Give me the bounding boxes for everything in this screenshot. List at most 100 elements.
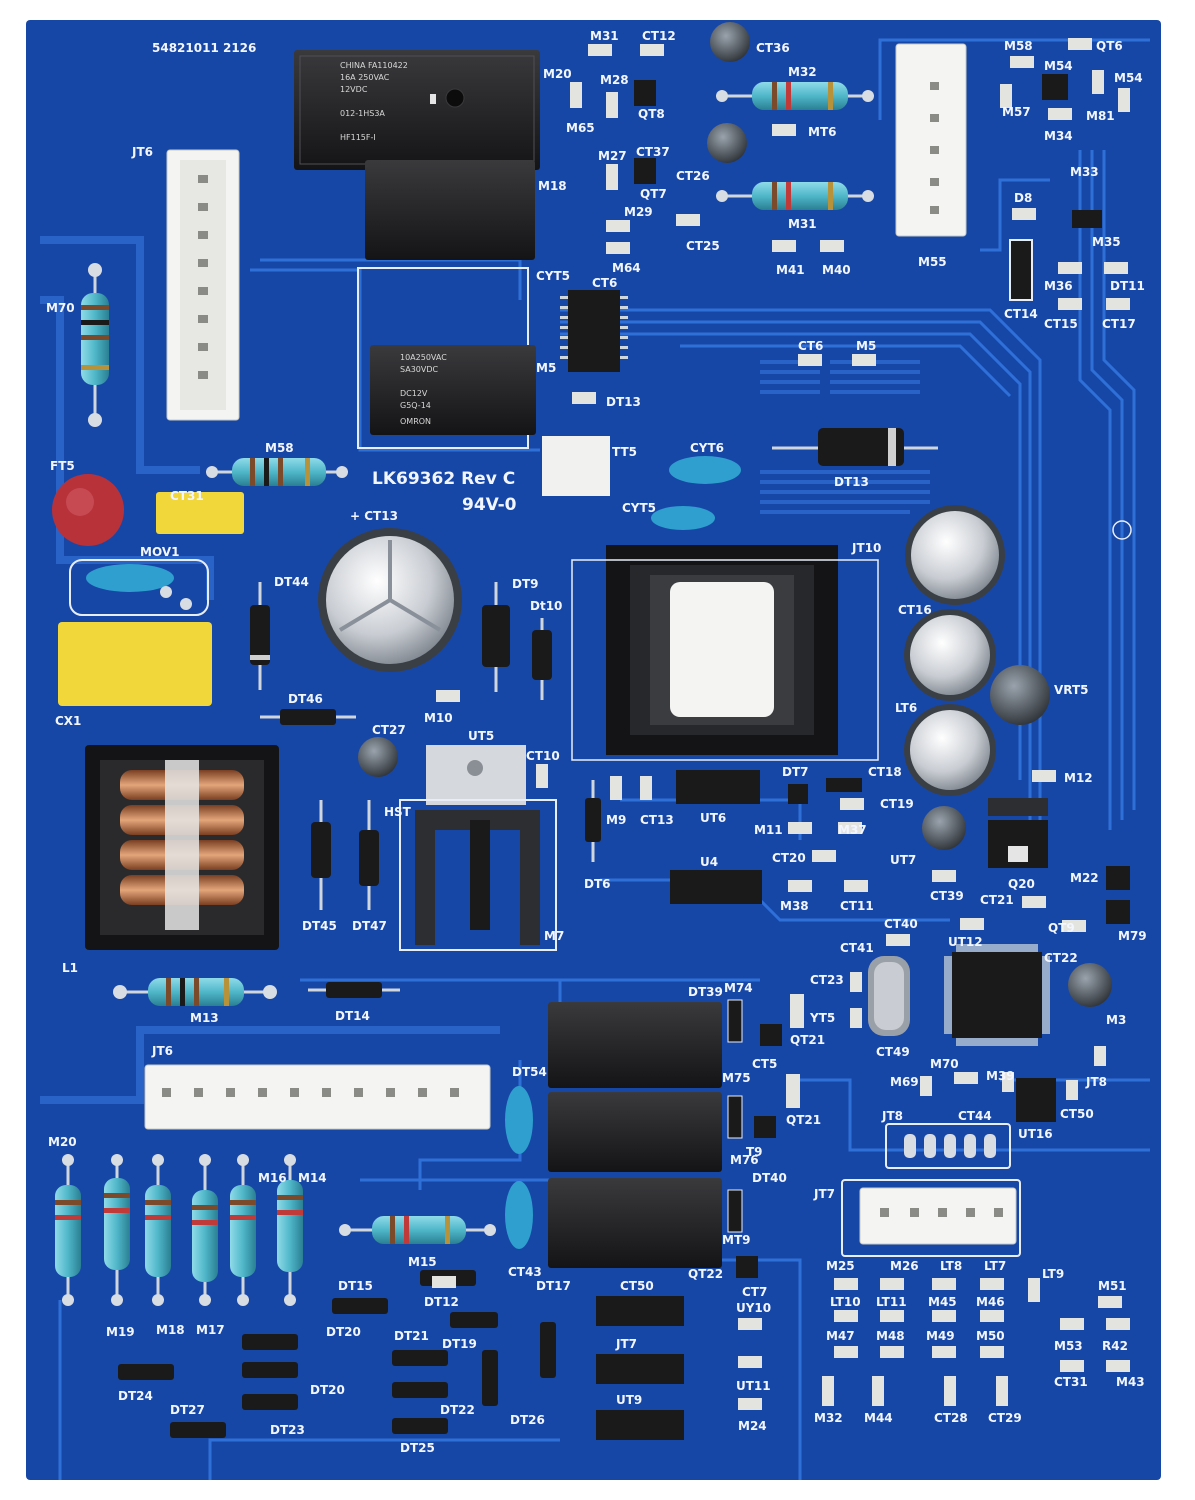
- label-m58-left: M58: [265, 441, 294, 455]
- label-m31b: M31: [788, 217, 817, 231]
- relay-m3-mid: [548, 1092, 722, 1172]
- label-ct29: M44: [864, 1411, 893, 1425]
- label-dt14: DT14: [335, 1009, 370, 1023]
- ic-ut6: [676, 770, 760, 804]
- smd-mid-right: [788, 798, 1086, 946]
- label-d8: M35: [1092, 235, 1121, 249]
- label-ct33: CT29: [988, 1411, 1022, 1425]
- ic-uy10: [596, 1354, 684, 1384]
- label-ct25: CT25: [686, 239, 720, 253]
- label-m47: M45: [928, 1295, 957, 1309]
- label-m5: M5: [856, 339, 876, 353]
- label-m24: UY10: [736, 1301, 771, 1315]
- resistor-m13: [113, 978, 277, 1006]
- capacitor-cyt5: [651, 506, 715, 530]
- capacitor-ct36: [710, 22, 750, 62]
- label-m70b: M69: [890, 1075, 919, 1089]
- connector-jt10: [895, 43, 967, 237]
- smd-ct23: [850, 1008, 862, 1028]
- label-dt25: DT25: [400, 1441, 435, 1455]
- resistor-m15: [339, 1216, 496, 1244]
- label-lt8: M25: [826, 1259, 855, 1273]
- diode-dt7: [826, 778, 862, 792]
- label-ut13: CT6: [592, 276, 617, 290]
- label-jt6-bottom: JT6: [151, 1044, 173, 1058]
- label-ct31: CT31: [170, 489, 204, 503]
- label-dt6: DT6: [584, 877, 611, 891]
- label-ct11: CT39: [930, 889, 964, 903]
- label-ct35: CT26: [676, 169, 710, 183]
- label-m70: M70: [46, 301, 75, 315]
- label-ct18: CT19: [880, 797, 914, 811]
- smd-lt-grid: [822, 1278, 1130, 1406]
- label-m81: M57: [1002, 105, 1031, 119]
- transistor-qt9: [1106, 900, 1130, 924]
- label-ct19: M12: [1064, 771, 1093, 785]
- label-r42: M51: [1098, 1279, 1127, 1293]
- diode-dt45: [311, 800, 331, 910]
- label-dt23: DT23: [270, 1423, 305, 1437]
- transistor-qt6: [1042, 74, 1068, 100]
- label-dt15: DT15: [338, 1279, 373, 1293]
- smd-bottom-center: [432, 1276, 762, 1410]
- label-mov1: MOV1: [140, 545, 179, 559]
- svg-text:DC12V: DC12V: [400, 389, 428, 398]
- board-rating: 94V-0: [462, 495, 517, 515]
- fuse-ft5: [52, 474, 124, 546]
- silk-frame-tt5: [571, 559, 879, 761]
- label-m33: D8: [1014, 191, 1032, 205]
- label-m10: M10: [424, 711, 453, 725]
- svg-text:CHINA FA110422: CHINA FA110422: [340, 61, 408, 70]
- transistor-qt21a: [760, 1024, 782, 1046]
- label-m65: M65: [566, 121, 595, 135]
- resistor-m31: [716, 182, 874, 210]
- svg-text:HF115F-I: HF115F-I: [340, 133, 376, 142]
- label-dt13-text: DT13: [834, 475, 869, 489]
- label-dt26: DT26: [510, 1413, 545, 1427]
- capacitor-ct16: [904, 609, 996, 701]
- label-m49: M47: [826, 1329, 855, 1343]
- label-m54b: M81: [1086, 109, 1115, 123]
- label-m17: M17: [196, 1323, 225, 1337]
- label-m20-text: M20: [48, 1135, 77, 1149]
- capacitor-ct18: [904, 704, 996, 796]
- label-m55: M58: [1004, 39, 1033, 53]
- smd-top-right: [1000, 38, 1130, 310]
- smd-ct13b: [640, 776, 652, 800]
- label-ct28: M32: [814, 1411, 843, 1425]
- relay-m3-top: [548, 1002, 722, 1088]
- label-jt8-text: JT8: [881, 1109, 903, 1123]
- label-qt22: CT7: [742, 1285, 767, 1299]
- label-m26: M24: [738, 1419, 767, 1433]
- regulator-ut7: [988, 798, 1048, 868]
- label-dt24: DT24: [118, 1389, 153, 1403]
- svg-text:16A 250VAC: 16A 250VAC: [340, 73, 390, 82]
- label-dt9: DT9: [512, 577, 539, 591]
- relay-mt6: [365, 160, 535, 260]
- label-tt5: JT10: [851, 541, 881, 555]
- label-m53: M50: [976, 1329, 1005, 1343]
- label-mt6a: M20: [543, 67, 572, 81]
- diode-dt10: [532, 618, 552, 700]
- label-dt44: DT44: [274, 575, 309, 589]
- label-ct16: LT6: [895, 701, 917, 715]
- diode-dt9: [482, 582, 510, 692]
- label-m19: M19: [106, 1325, 135, 1339]
- relay-omron: 10A250VAC SA30VDC DC12V G5Q-14 OMRON: [370, 345, 536, 435]
- label-lt11: LT9: [1042, 1267, 1064, 1281]
- capacitor-ct17: [905, 505, 1005, 605]
- label-m40: M40: [822, 263, 851, 277]
- transistor-qt21b: [754, 1116, 776, 1138]
- connector-jt6-top: [166, 149, 240, 421]
- label-m48: M46: [976, 1295, 1005, 1309]
- label-m16: M16: [258, 1171, 287, 1185]
- label-m22: M38: [780, 899, 809, 913]
- label-m57: M34: [1044, 129, 1073, 143]
- capacitor-ct31-yellow: [156, 492, 244, 534]
- label-dt11: CT14: [1004, 307, 1038, 321]
- label-cx1: CX1: [55, 714, 81, 728]
- label-m15: M15: [408, 1255, 437, 1269]
- label-dt47: DT47: [352, 919, 387, 933]
- ic-ut13: [560, 290, 628, 372]
- label-mt10: CYT5: [536, 269, 570, 283]
